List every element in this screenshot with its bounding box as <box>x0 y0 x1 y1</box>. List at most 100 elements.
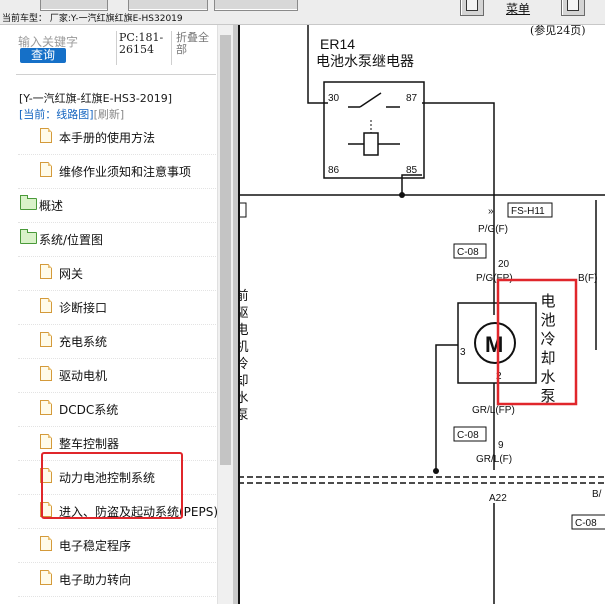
pin-20: 20 <box>498 259 510 270</box>
breadcrumb: [当前：线路图][刷新] <box>19 106 124 122</box>
tree-item[interactable]: DCDC系统 <box>18 392 218 427</box>
pump-label: 电池冷却水泵 <box>540 292 555 405</box>
tree-item-label: 整车控制器 <box>59 437 120 451</box>
tree-item-label: 驱动电机 <box>59 369 108 383</box>
tree-item[interactable]: 系统/位置图 <box>18 222 218 257</box>
tree-item-label: 维修作业须知和注意事项 <box>59 165 192 179</box>
folder-icon <box>20 195 37 210</box>
refresh-link[interactable]: [刷新] <box>93 108 125 121</box>
keyword-search-input[interactable] <box>18 35 114 49</box>
document-icon <box>40 162 52 177</box>
relay-id: ER14 <box>320 36 355 52</box>
motor-pin-3: 3 <box>460 347 466 358</box>
wire-pg-f: P/G(F) <box>478 224 508 235</box>
vehicle-model-label: 当前车型： 厂家:Y-一汽红旗红旗E-HS32019 <box>2 14 183 24</box>
top-toolbar: 当前车型： 厂家:Y-一汽红旗红旗E-HS32019 菜单 <box>0 0 605 25</box>
document-icon <box>40 434 52 449</box>
header-divider-1 <box>116 31 117 65</box>
relay-pin-85: 85 <box>406 165 418 176</box>
splice-ground <box>433 468 439 474</box>
svg-text:前驱电机冷却水泵: 前驱电机冷却水泵 <box>238 288 249 423</box>
relay-name: 电池水泵继电器 <box>316 53 414 69</box>
tree-item[interactable]: 动力电池控制系统 <box>18 460 218 495</box>
conn-c08-right: C-08 <box>575 518 597 529</box>
left-connector-box <box>238 202 247 218</box>
relay-coil <box>363 132 379 156</box>
toolbar-button-3[interactable] <box>214 0 298 11</box>
panel-splitter[interactable] <box>233 25 238 604</box>
relay-pin-30: 30 <box>328 93 340 104</box>
relay-box <box>323 81 425 179</box>
document-icon <box>40 502 52 517</box>
collapse-all-button[interactable]: 折叠全部 <box>176 31 209 56</box>
conn-c08-top-box <box>453 243 487 259</box>
document-icon <box>40 332 52 347</box>
tree-item[interactable]: 维修作业须知和注意事项 <box>18 154 218 189</box>
wire-motor-pin3 <box>435 344 458 471</box>
sidebar-scrollbar[interactable] <box>217 25 233 604</box>
document-icon <box>40 536 52 551</box>
menu-link[interactable]: 菜单 <box>506 2 531 16</box>
tree-item[interactable]: 本手册的使用方法 <box>18 120 218 155</box>
ref-page-note: (参见24页) <box>530 25 586 37</box>
document-icon <box>40 366 52 381</box>
tree-item[interactable]: 电子稳定程序 <box>18 528 218 563</box>
tree-item-label: 诊断接口 <box>59 301 108 315</box>
conn-c08-top: C-08 <box>457 247 479 258</box>
motor-symbol: M <box>485 332 503 357</box>
svg-text:电池冷却水泵: 电池冷却水泵 <box>540 292 555 405</box>
wiring-diagram-svg: (参见24页) ER14 电池水泵继电器 30 87 86 85 » FS-H1… <box>238 25 605 604</box>
motor-circle <box>474 322 516 364</box>
tree-item-label: 网关 <box>59 267 84 281</box>
tree-item[interactable]: 整车控制器 <box>18 426 218 461</box>
tree-item[interactable]: 概述 <box>18 188 218 223</box>
header-separator <box>16 74 216 75</box>
breadcrumb-current[interactable]: [当前：线路图] <box>19 108 94 121</box>
folder-icon <box>20 229 37 244</box>
wiring-diagram: (参见24页) ER14 电池水泵继电器 30 87 86 85 » FS-H1… <box>238 25 605 604</box>
tree-item[interactable]: 诊断接口 <box>18 290 218 325</box>
toolbar-button-2[interactable] <box>128 0 208 11</box>
conn-c08-right-box <box>571 514 605 530</box>
conn-a22: A22 <box>489 493 507 504</box>
fuse-label: FS-H11 <box>511 206 545 217</box>
pin-9: 9 <box>498 440 504 451</box>
tree-item[interactable]: 电子助力转向 <box>18 562 218 597</box>
tree-item[interactable]: 充电系统 <box>18 324 218 359</box>
tree-item-label: 系统/位置图 <box>39 233 104 247</box>
tree-item[interactable]: 进入、防盗及起动系统(PEPS) <box>18 494 218 529</box>
query-button[interactable]: 查询 <box>20 48 66 63</box>
document-icon <box>40 128 52 143</box>
wire-pg-fp: P/G(FP) <box>476 273 513 284</box>
tree-item-label: 本手册的使用方法 <box>59 131 156 145</box>
tree-item-label: 电子稳定程序 <box>59 539 132 553</box>
wire-30 <box>307 25 328 104</box>
back-nav-icon[interactable] <box>460 0 484 16</box>
conn-c08-mid-box <box>453 426 487 442</box>
forward-icon-frame <box>567 0 579 11</box>
document-icon <box>40 264 52 279</box>
connector-mark: » <box>488 206 494 217</box>
scrollbar-thumb[interactable] <box>220 35 231 465</box>
relay-pin-87: 87 <box>406 93 418 104</box>
tree-item-label: 概述 <box>39 199 64 213</box>
relay-pin-86: 86 <box>328 165 340 176</box>
tree-item[interactable]: 网关 <box>18 256 218 291</box>
tree-item-label: 充电系统 <box>59 335 108 349</box>
wire-bf: B(F) <box>578 273 597 284</box>
tree-item[interactable]: 驱动电机 <box>18 358 218 393</box>
forward-nav-icon[interactable] <box>561 0 585 16</box>
vehicle-info: [Y-一汽红旗-红旗E-HS3-2019] <box>19 92 173 105</box>
relay-switch-blade <box>359 92 382 108</box>
fuse-box <box>507 202 553 218</box>
tree-item-label: DCDC系统 <box>59 403 119 417</box>
conn-c08-mid: C-08 <box>457 430 479 441</box>
toolbar-button-1[interactable] <box>40 0 108 11</box>
document-icon <box>40 400 52 415</box>
pc-code-label: PC:181-26154 <box>119 31 164 56</box>
back-icon-frame <box>466 0 478 11</box>
document-icon <box>40 468 52 483</box>
tree-item-label: 进入、防盗及起动系统(PEPS) <box>59 505 219 519</box>
catalog-sidebar: 查询 PC:181-26154 折叠全部 [Y-一汽红旗-红旗E-HS3-201… <box>0 25 233 604</box>
header-divider-2 <box>171 31 172 65</box>
